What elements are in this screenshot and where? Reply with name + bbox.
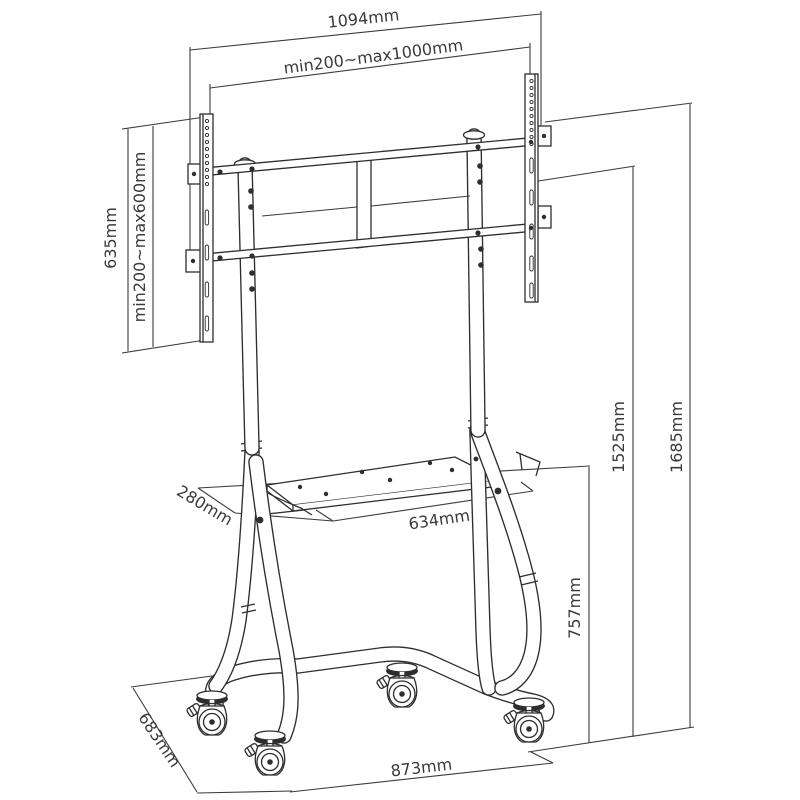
leg-rear-right xyxy=(469,424,497,696)
label-shelf-width: 634mm xyxy=(407,506,471,534)
caster-rear-left xyxy=(185,690,229,736)
label-bracket-height: 635mm xyxy=(101,207,120,269)
crossbar-upper xyxy=(212,136,538,176)
bolt-dots xyxy=(190,133,547,524)
crossbar-back-edges xyxy=(261,195,471,217)
label-base-width: 873mm xyxy=(390,755,453,781)
label-mount-height-range: min200~max600mm xyxy=(130,152,149,323)
caster-front-left xyxy=(243,730,287,776)
vesa-strip-right xyxy=(524,73,552,303)
label-shelf-depth: 280mm xyxy=(173,481,236,529)
label-shelf-height: 757mm xyxy=(565,577,584,639)
label-total-width: 1094mm xyxy=(327,5,401,32)
caster-right xyxy=(502,697,546,743)
column-left xyxy=(233,157,260,456)
leg-front-left xyxy=(248,454,299,744)
tube-sleeves xyxy=(240,417,539,614)
crossbar-lower xyxy=(212,222,538,262)
crossbar-center-joint xyxy=(356,156,372,249)
shelf xyxy=(265,456,503,512)
label-height-column: 1525mm xyxy=(609,401,628,473)
leg-front-right xyxy=(469,422,542,696)
column-right xyxy=(462,128,486,438)
caster-middle xyxy=(375,662,419,708)
label-mount-width-range: min200~max1000mm xyxy=(282,35,464,77)
vesa-holes-right xyxy=(529,78,534,299)
shelf-bracket-right xyxy=(515,451,541,477)
leg-rear-left xyxy=(208,444,260,694)
label-height-total: 1685mm xyxy=(667,401,686,473)
vesa-holes-left xyxy=(204,118,210,332)
label-base-depth: 683mm xyxy=(134,709,184,771)
